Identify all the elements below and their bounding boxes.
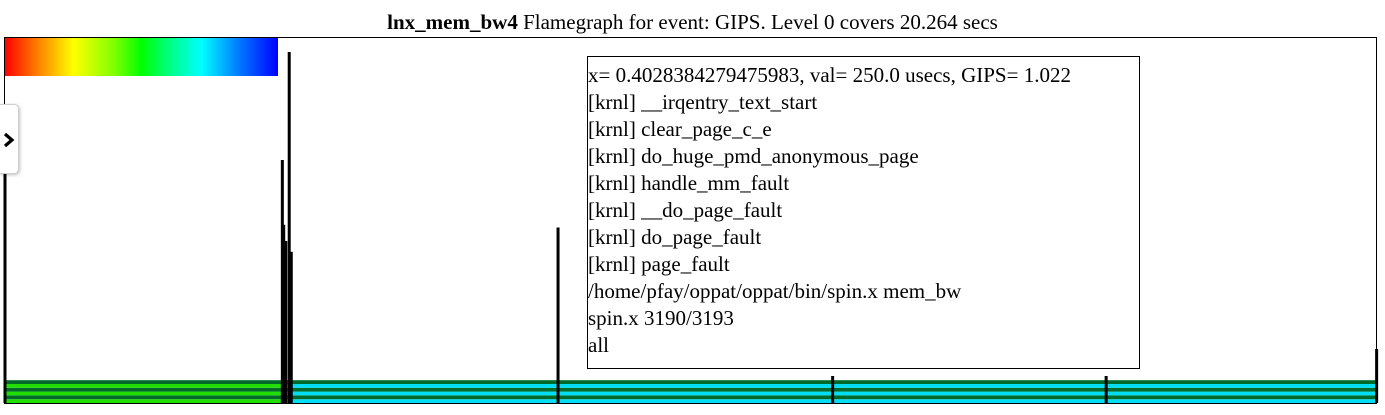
- tooltip-line: all: [588, 333, 609, 357]
- chart-title-rest: Flamegraph for event: GIPS. Level 0 cove…: [517, 10, 998, 34]
- tooltip-line: [krnl] page_fault: [588, 252, 730, 276]
- flame-frame-green[interactable]: [5, 399, 290, 403]
- flame-frame-green[interactable]: [5, 384, 290, 388]
- flame-spike[interactable]: [3, 170, 7, 403]
- flame-spike[interactable]: [284, 241, 288, 403]
- color-scale-legend: [5, 38, 278, 76]
- chart-title: lnx_mem_bw4 Flamegraph for event: GIPS. …: [0, 10, 1385, 34]
- tooltip-line: [krnl] __irqentry_text_start: [588, 90, 818, 114]
- side-panel-toggle-button[interactable]: [0, 104, 19, 174]
- tooltip-line: x= 0.4028384279475983, val= 250.0 usecs,…: [588, 63, 1071, 87]
- tooltip-line: [krnl] do_page_fault: [588, 225, 762, 249]
- tooltip-line: [krnl] __do_page_fault: [588, 198, 783, 222]
- flame-spike[interactable]: [556, 227, 560, 404]
- flame-spike[interactable]: [1375, 349, 1379, 403]
- tooltip-line: /home/pfay/oppat/oppat/bin/spin.x mem_bw: [588, 279, 962, 303]
- hover-tooltip: x= 0.4028384279475983, val= 250.0 usecs,…: [587, 56, 1140, 369]
- flame-frame-green[interactable]: [5, 395, 290, 400]
- tooltip-line: [krnl] clear_page_c_e: [588, 117, 772, 141]
- tooltip-line: [krnl] handle_mm_fault: [588, 171, 790, 195]
- flame-frame-green[interactable]: [5, 380, 290, 384]
- tooltip-line: [krnl] do_huge_pmd_anonymous_page: [588, 144, 919, 168]
- flame-spike[interactable]: [1104, 376, 1108, 403]
- chevron-right-icon: [3, 132, 15, 148]
- flame-spike[interactable]: [289, 251, 293, 403]
- flame-spike[interactable]: [287, 52, 291, 403]
- flame-frame-green[interactable]: [5, 391, 290, 396]
- chart-title-bold: lnx_mem_bw4: [387, 10, 518, 34]
- flame-spike[interactable]: [282, 224, 286, 403]
- flame-frame-green[interactable]: [5, 387, 290, 392]
- tooltip-line: spin.x 3190/3193: [588, 306, 734, 330]
- flame-spike[interactable]: [831, 376, 835, 403]
